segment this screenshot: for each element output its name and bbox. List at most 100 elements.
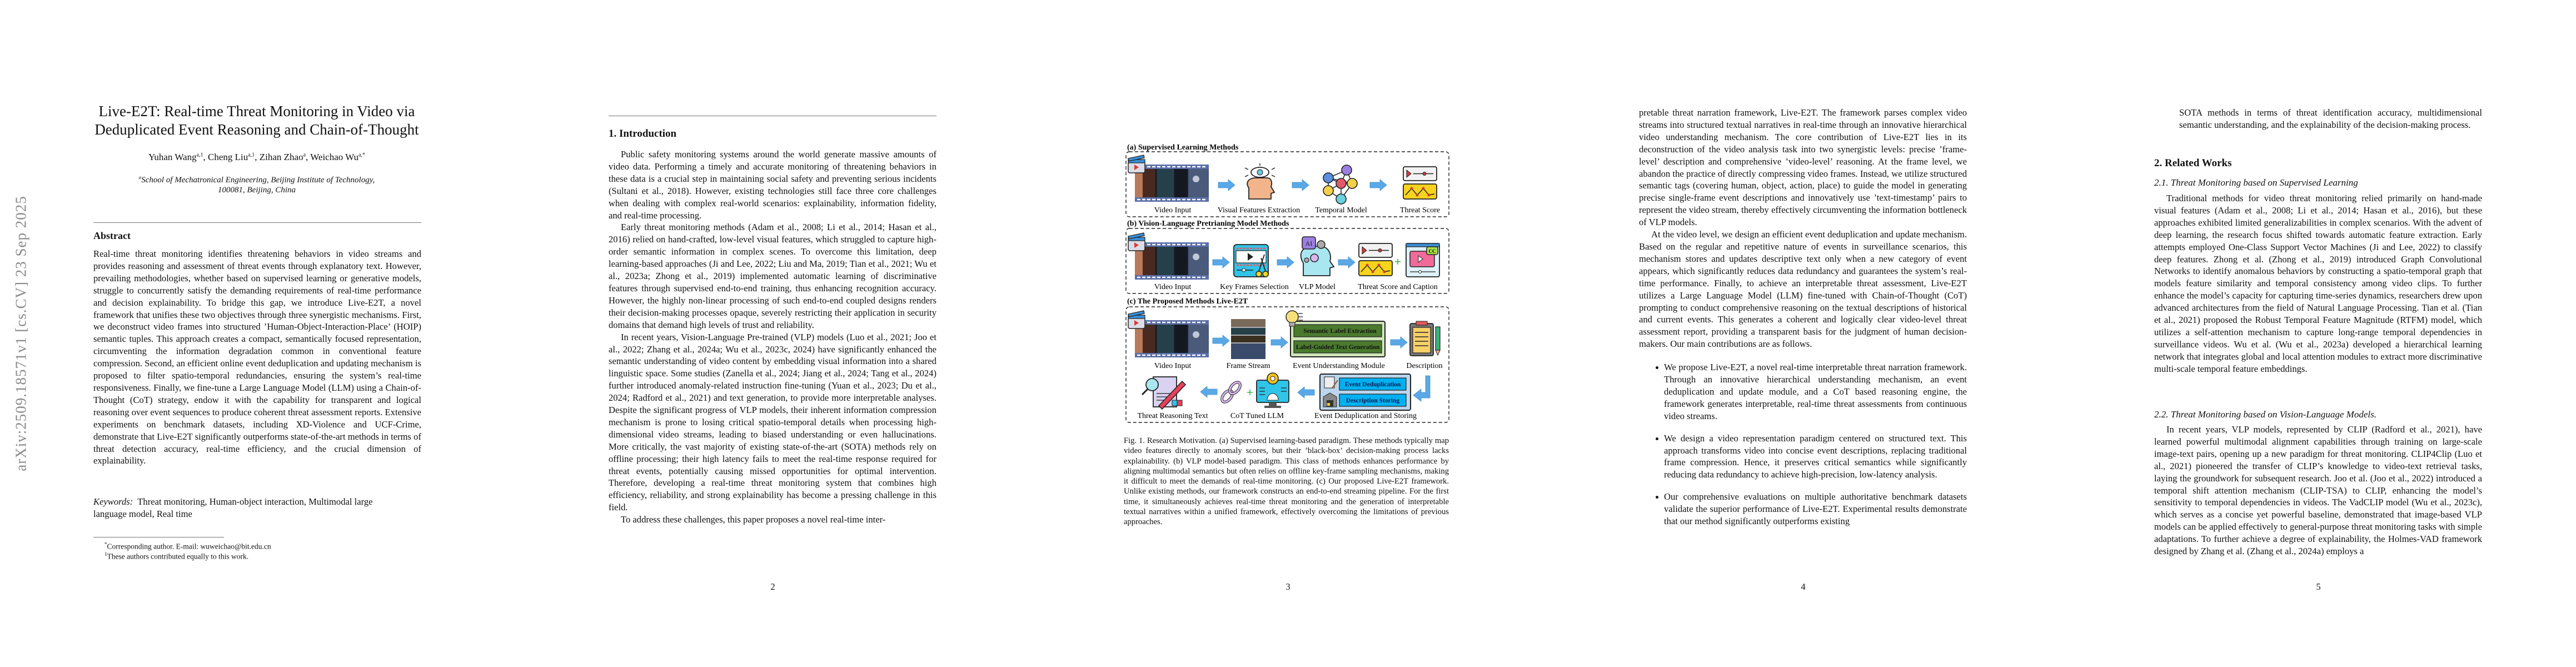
footnote-text: These authors contributed equally to thi… <box>107 552 249 561</box>
video-input-thumbnail <box>1134 241 1210 281</box>
dedup-description-storing: Description Storing <box>1346 397 1399 404</box>
arrow-right-icon <box>1292 179 1309 191</box>
threat-score-icon <box>1358 243 1393 276</box>
author-name: Cheng Liu <box>208 152 248 162</box>
video-input-thumbnail <box>1134 163 1210 203</box>
footnote-corresponding: *Corresponding author. E-mail: wuweichao… <box>104 539 271 552</box>
author-name: Weichao Wu <box>310 152 359 162</box>
title-line-2: Deduplicated Event Reasoning and Chain-o… <box>94 121 419 138</box>
arrow-right-icon <box>1277 256 1294 268</box>
eye-head-icon <box>1244 163 1275 200</box>
arrow-right-icon <box>1390 336 1408 349</box>
subsection-heading-2-1: 2.1. Threat Monitoring based on Supervis… <box>2154 177 2358 188</box>
author-sup: a,1 <box>248 152 255 158</box>
page-number: 5 <box>2316 581 2321 592</box>
contribution-continued: SOTA methods in terms of threat identifi… <box>2179 107 2482 131</box>
abstract-text: Real-time threat monitoring identifies t… <box>93 248 421 466</box>
paragraph: pretable threat narration framework, Liv… <box>1639 107 1967 228</box>
title-line-1: Live-E2T: Real-time Threat Monitoring in… <box>98 103 415 120</box>
key-frames-selection-icon <box>1233 244 1269 277</box>
introduction-continued: pretable threat narration framework, Liv… <box>1639 107 1967 537</box>
warehouse-icon <box>1323 392 1337 407</box>
description-clipboard-icon <box>1409 321 1441 356</box>
section-heading-introduction: 1. Introduction <box>609 128 677 140</box>
page-number: 3 <box>1285 581 1291 592</box>
abstract-heading: Abstract <box>93 230 131 241</box>
arrow-right-icon <box>1338 256 1356 268</box>
bent-arrow-icon <box>1413 375 1431 402</box>
page-number: 4 <box>1801 581 1806 592</box>
footnote-mark: 1 <box>104 551 107 557</box>
author: Yuhan Wanga,1, <box>148 152 208 162</box>
threat-score-icon <box>1403 166 1437 200</box>
page-3: (a) Supervised Learning Methods Video In… <box>1030 0 1546 667</box>
label-threat-score: Threat Score <box>1400 206 1440 215</box>
label-visual-features-extraction: Visual Features Extraction <box>1218 206 1300 215</box>
label-threat-score-and-caption: Threat Score and Caption <box>1358 283 1437 291</box>
paper-title: Live-E2T: Real-time Threat Monitoring in… <box>56 102 458 139</box>
affiliation-sup: a <box>138 175 142 180</box>
panel-a-box <box>1125 151 1449 217</box>
panel-c-title: (c) The Proposed Methods Live-E2T <box>1127 297 1248 306</box>
footnote-mark: * <box>104 541 107 547</box>
arrow-right-icon <box>1212 256 1230 268</box>
panel-b-title: (b) Vision-Language Pretrianing Model Me… <box>1127 220 1289 228</box>
paragraph: Early threat monitoring methods (Adam et… <box>609 222 936 330</box>
contribution-item: We design a video representation paradig… <box>1639 432 1967 481</box>
keywords-label: Keywords: <box>93 496 133 507</box>
event-understanding-module: Semantic Label Extraction Label-Guided T… <box>1290 321 1386 357</box>
page-1: arXiv:2509.18571v1 [cs.CV] 23 Sep 2025 L… <box>0 0 515 667</box>
keywords: Keywords: Threat monitoring, Human-objec… <box>93 496 405 520</box>
panel-a-title: (a) Supervised Learning Methods <box>1127 143 1239 152</box>
neural-network-icon <box>1323 165 1358 205</box>
arrow-right-icon <box>1270 336 1288 349</box>
eum-semantic-label-extraction: Semantic Label Extraction <box>1303 328 1377 335</box>
video-input-thumbnail <box>1134 319 1210 359</box>
clapper-icon <box>1128 232 1145 251</box>
label-video-input: Video Input <box>1154 362 1192 370</box>
author-list: Yuhan Wanga,1, Cheng Liua,1, Zihan Zhaoa… <box>56 152 458 163</box>
section-heading-related-works: 2. Related Works <box>2154 157 2232 169</box>
cot-tuned-llm-icon: + <box>1220 372 1289 408</box>
contributions-list: We propose Live-E2T, a novel real-time i… <box>1639 361 1967 527</box>
plus-sign: + <box>1394 255 1402 268</box>
ai-lightbulb-icon <box>1285 310 1303 327</box>
arxiv-stamp[interactable]: arXiv:2509.18571v1 [cs.CV] 23 Sep 2025 <box>12 196 29 471</box>
abstract-top-rule <box>93 222 421 223</box>
author: Zihan Zhaoa, <box>259 152 311 162</box>
threat-reasoning-text-icon <box>1141 376 1187 410</box>
subsection-heading-2-2: 2.2. Threat Monitoring based on Vision-L… <box>2154 409 2376 420</box>
keywords-text: Threat monitoring, Human-object interact… <box>93 496 373 519</box>
clapper-icon <box>1128 155 1145 173</box>
panel-b-box <box>1125 228 1449 294</box>
ai-badge: AI <box>1306 240 1313 247</box>
vlp-model-head-icon: AI <box>1300 236 1335 276</box>
arrow-left-icon <box>1200 386 1218 398</box>
label-event-understanding-module: Event Understanding Module <box>1293 362 1385 370</box>
paragraph: Public safety monitoring systems around … <box>609 149 936 221</box>
paragraph: In recent years, VLP models, represented… <box>2154 424 2482 557</box>
arrow-right-icon <box>1218 179 1235 191</box>
author: Weichao Wua,* <box>310 152 365 162</box>
arrow-right-icon <box>1212 335 1230 347</box>
label-vlp-model: VLP Model <box>1299 283 1336 291</box>
clapper-icon <box>1128 310 1145 329</box>
author-sup: a,1 <box>196 152 203 158</box>
label-description: Description <box>1406 362 1442 370</box>
label-frame-stream: Frame Stream <box>1227 362 1270 370</box>
author-sup: a <box>303 152 306 158</box>
label-cot-tuned-llm: CoT Tuned LLM <box>1230 412 1284 420</box>
contribution-item: Our comprehensive evaluations on multipl… <box>1639 491 1967 527</box>
author: Cheng Liua,1, <box>208 152 260 162</box>
contribution-item: We propose Live-E2T, a novel real-time i… <box>1639 361 1967 422</box>
author-name: Yuhan Wang <box>148 152 197 162</box>
page-2: 1. Introduction Public safety monitoring… <box>515 0 1030 667</box>
affiliation: aSchool of Mechatronical Engineering, Be… <box>133 172 380 195</box>
label-video-input: Video Input <box>1154 206 1192 215</box>
page-5: SOTA methods in terms of threat identifi… <box>2061 0 2576 667</box>
figure-1-caption: Fig. 1. Research Motivation. (a) Supervi… <box>1124 436 1449 527</box>
abstract-body: Real-time threat monitoring identifies t… <box>93 248 421 467</box>
paragraph: At the video level, we design an efficie… <box>1639 229 1967 350</box>
panel-c-box <box>1125 306 1449 423</box>
paragraph: To address these challenges, this paper … <box>621 514 886 525</box>
